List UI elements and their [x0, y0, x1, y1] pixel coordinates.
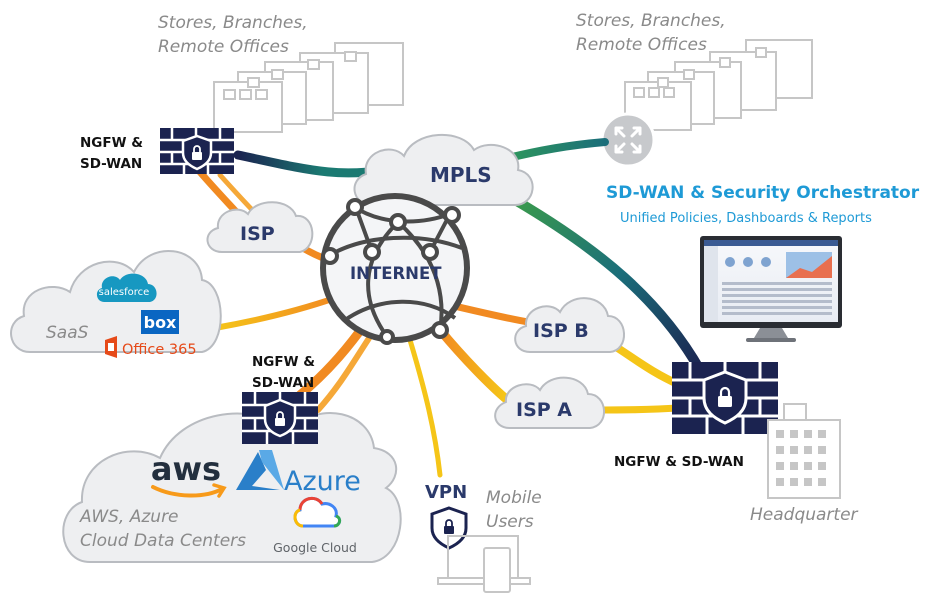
laptop-phone-icon — [437, 535, 531, 593]
branch-device-line1: NGFW & — [80, 135, 143, 151]
isp-b-cloud — [514, 297, 625, 353]
top-right-sites-line1: Stores, Branches, — [576, 11, 726, 31]
svg-text:Azure: Azure — [284, 466, 361, 497]
vpn-label: VPN — [425, 482, 467, 503]
link-internet-ispa — [435, 325, 510, 403]
building-group-icon-left — [213, 42, 404, 133]
google-cloud-logo: Google Cloud — [273, 496, 357, 555]
box-logo: box — [141, 310, 179, 334]
orchestrator-title: SD-WAN & Security Orchestrator — [606, 183, 920, 203]
isp-b-label: ISP B — [533, 320, 589, 342]
svg-text:Office 365: Office 365 — [122, 342, 197, 358]
svg-text:Google Cloud: Google Cloud — [273, 540, 357, 555]
hq-device-label: NGFW & SD-WAN — [614, 454, 744, 470]
link-saas-internet — [212, 295, 338, 331]
mpls-cloud — [353, 133, 534, 207]
cloud-dc-line1: AWS, Azure — [79, 507, 179, 527]
orchestrator-subtitle: Unified Policies, Dashboards & Reports — [620, 211, 872, 226]
firewall-lock-icon-cloud — [242, 392, 318, 444]
isp-label: ISP — [240, 223, 275, 245]
branch-device-line2: SD-WAN — [80, 156, 142, 172]
office365-logo: Office 365 — [105, 336, 197, 358]
svg-text:box: box — [144, 313, 177, 332]
isp-a-cloud — [494, 376, 605, 429]
mobile-line2: Users — [486, 512, 534, 532]
azure-logo: Azure — [236, 450, 361, 497]
isp-cloud — [206, 201, 314, 253]
mpls-label: MPLS — [430, 163, 492, 187]
cloud-dc-line2: Cloud Data Centers — [80, 531, 246, 551]
cloud-device-line1: NGFW & — [252, 354, 315, 370]
saas-label: SaaS — [46, 323, 89, 343]
svg-text:aws: aws — [151, 450, 221, 488]
isp-a-label: ISP A — [516, 399, 572, 421]
link-internet-vpn — [407, 337, 443, 478]
aws-logo: aws — [151, 450, 227, 498]
top-right-sites-line2: Remote Offices — [576, 35, 707, 55]
mobile-line1: Mobile — [486, 488, 542, 508]
monitor-dashboard-icon — [700, 236, 842, 342]
link-internet-ispb — [446, 301, 532, 326]
router-icon — [600, 112, 656, 168]
vpn-shield-icon — [430, 506, 468, 550]
building-group-icon-right — [624, 39, 813, 131]
firewall-lock-icon-hq — [672, 362, 778, 434]
headquarter-label: Headquarter — [750, 505, 859, 525]
svg-text:salesforce: salesforce — [99, 287, 150, 298]
salesforce-logo: salesforce — [96, 273, 157, 302]
internet-label: INTERNET — [350, 264, 442, 283]
internet-globe-icon — [320, 193, 470, 345]
office-building-icon — [767, 403, 841, 499]
top-left-sites-line1: Stores, Branches, — [158, 13, 308, 33]
link-mpls-hq — [510, 195, 705, 375]
cloud-device-line2: SD-WAN — [252, 375, 314, 391]
top-left-sites-line2: Remote Offices — [158, 37, 289, 57]
firewall-lock-icon-branch — [160, 128, 234, 174]
